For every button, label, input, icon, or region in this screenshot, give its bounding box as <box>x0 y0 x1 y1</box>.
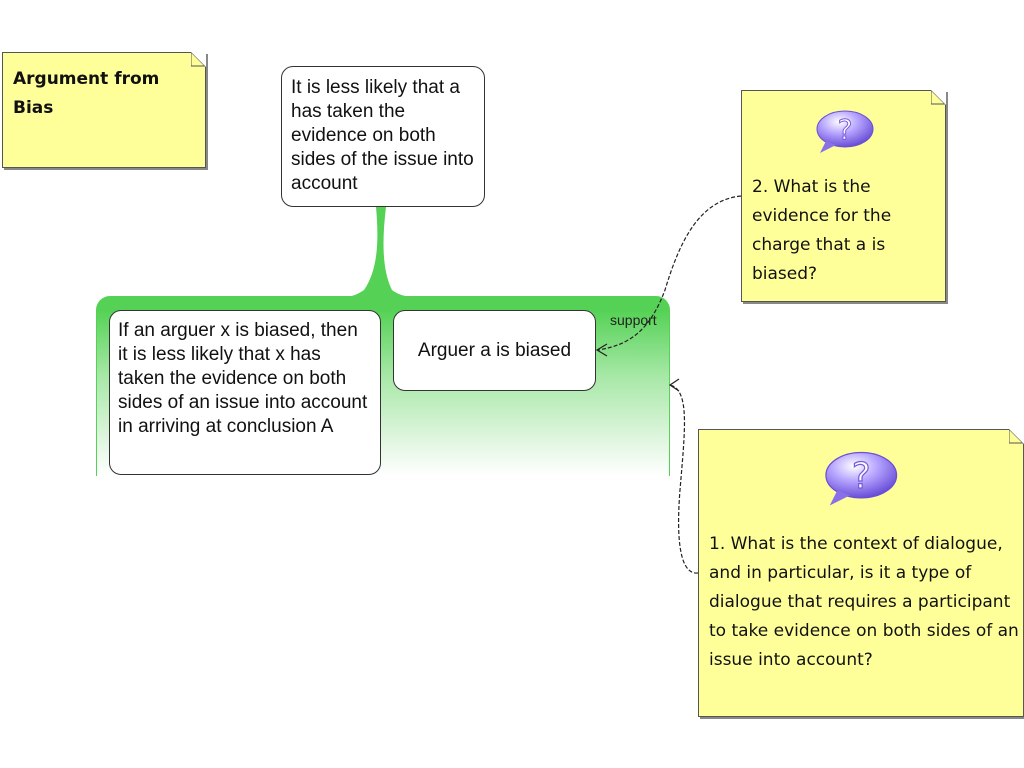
conclusion-text: It is less likely that a has taken the e… <box>291 77 474 194</box>
major-premise-node[interactable]: If an arguer x is biased, then it is les… <box>109 310 381 475</box>
question-bubble-icon: ? <box>816 110 874 153</box>
major-premise-text: If an arguer x is biased, then it is les… <box>118 320 368 437</box>
critical-question-2-note[interactable]: ? 2. What is the evidence for the charge… <box>741 90 946 302</box>
question-bubble-icon: ? <box>825 451 898 506</box>
svg-text:?: ? <box>838 113 853 146</box>
conclusion-node[interactable]: It is less likely that a has taken the e… <box>281 66 485 207</box>
support-stem <box>340 207 420 297</box>
minor-premise-text: Arguer a is biased <box>417 339 572 361</box>
question-1-link <box>669 384 699 574</box>
page-fold-icon <box>191 52 206 67</box>
scheme-title-note[interactable]: Argument from Bias <box>2 52 206 168</box>
question-1-arrowhead <box>668 378 680 392</box>
support-label: support <box>610 312 657 328</box>
minor-premise-node[interactable]: Arguer a is biased <box>393 310 596 391</box>
critical-question-1-text: 1. What is the context of dialogue, and … <box>709 534 1019 670</box>
critical-question-2-text: 2. What is the evidence for the charge t… <box>752 177 892 284</box>
svg-text:?: ? <box>852 456 871 497</box>
critical-question-1-note[interactable]: ? 1. What is the context of dialogue, an… <box>698 429 1024 717</box>
page-fold-icon <box>1009 429 1024 444</box>
scheme-title: Argument from Bias <box>13 69 160 118</box>
page-fold-icon <box>931 90 946 105</box>
